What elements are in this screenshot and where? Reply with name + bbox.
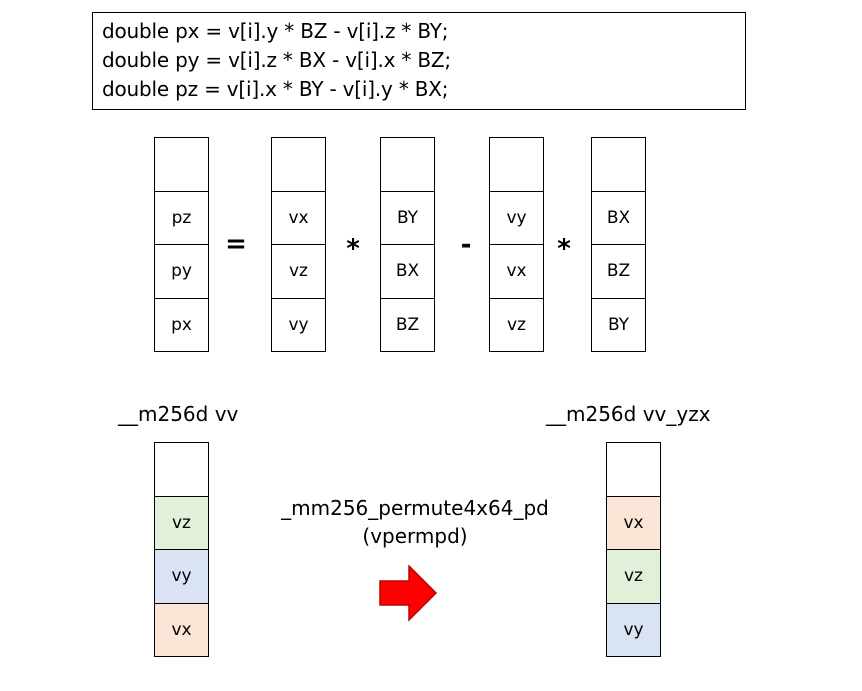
operand3-vector: vy vx vz xyxy=(489,137,544,352)
dest-vector: vx vz vy xyxy=(606,442,661,657)
source-cell-vy: vy xyxy=(154,549,209,604)
operand2-cell-3 xyxy=(380,137,435,192)
operand2-cell-2: BY xyxy=(380,190,435,245)
permute-instruction: (vpermpd) xyxy=(362,524,468,548)
operand3-cell-1: vx xyxy=(489,244,544,299)
result-cell-py: py xyxy=(154,244,209,299)
operand1-cell-1: vz xyxy=(271,244,326,299)
dest-cell-vx: vx xyxy=(606,495,661,550)
source-vector: vz vy vx xyxy=(154,442,209,657)
dest-vector-label: __m256d vv_yzx xyxy=(546,402,711,426)
code-box: double px = v[i].y * BZ - v[i].z * BY; d… xyxy=(92,12,746,110)
result-cell-3 xyxy=(154,137,209,192)
code-line-px: double px = v[i].y * BZ - v[i].z * BY; xyxy=(102,19,449,43)
multiply-sign-2: * xyxy=(557,234,571,264)
arrow-right-shape xyxy=(379,565,438,622)
source-cell-vz: vz xyxy=(154,495,209,550)
dest-cell-vz: vz xyxy=(606,549,661,604)
code-line-py: double py = v[i].z * BX - v[i].x * BZ; xyxy=(102,48,451,72)
dest-cell-vy: vy xyxy=(606,602,661,657)
arrow-right-icon xyxy=(379,565,438,622)
operand3-cell-3 xyxy=(489,137,544,192)
code-line-pz: double pz = v[i].x * BY - v[i].y * BX; xyxy=(102,77,449,101)
permute-function-name: _mm256_permute4x64_pd xyxy=(281,496,549,520)
operand1-cell-2: vx xyxy=(271,190,326,245)
operand2-cell-1: BX xyxy=(380,244,435,299)
source-cell-3 xyxy=(154,442,209,497)
operand2-vector: BY BX BZ xyxy=(380,137,435,352)
result-cell-pz: pz xyxy=(154,190,209,245)
operand3-cell-2: vy xyxy=(489,190,544,245)
operand2-cell-0: BZ xyxy=(380,297,435,352)
operand4-cell-3 xyxy=(591,137,646,192)
operand4-vector: BX BZ BY xyxy=(591,137,646,352)
dest-cell-3 xyxy=(606,442,661,497)
operand1-cell-0: vy xyxy=(271,297,326,352)
operand3-cell-0: vz xyxy=(489,297,544,352)
multiply-sign-1: * xyxy=(346,234,360,264)
operand1-cell-3 xyxy=(271,137,326,192)
operand4-cell-0: BY xyxy=(591,297,646,352)
operand4-cell-2: BX xyxy=(591,190,646,245)
equals-sign: = xyxy=(225,229,247,259)
minus-sign: - xyxy=(460,230,472,260)
source-vector-label: __m256d vv xyxy=(118,402,239,426)
result-vector: pz py px xyxy=(154,137,209,352)
result-cell-px: px xyxy=(154,297,209,352)
operand1-vector: vx vz vy xyxy=(271,137,326,352)
operand4-cell-1: BZ xyxy=(591,244,646,299)
source-cell-vx: vx xyxy=(154,602,209,657)
